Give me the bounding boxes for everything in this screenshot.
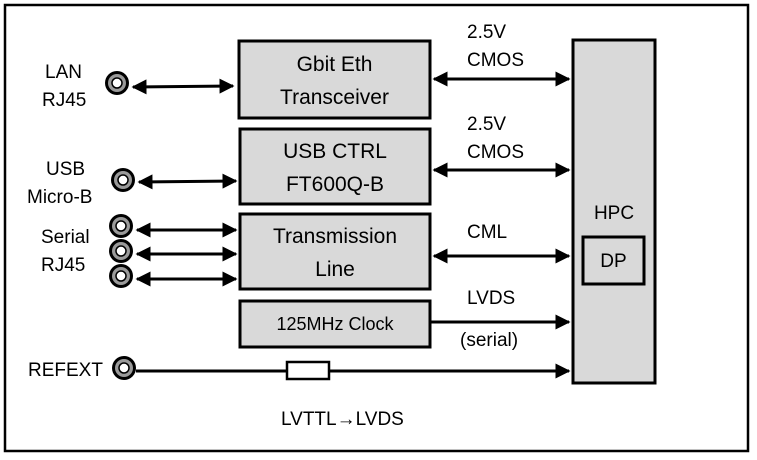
lan-label-2: RJ45 bbox=[42, 90, 86, 111]
gbit-eth-block: Gbit Eth Transceiver bbox=[237, 39, 432, 120]
transmission-line-label-1: Transmission bbox=[273, 225, 397, 248]
lan-label-1: LAN bbox=[45, 62, 82, 83]
usb-ctrl-block: USB CTRL FT600Q-B bbox=[238, 127, 432, 206]
usb-link-label-1: 2.5V bbox=[467, 114, 506, 135]
usb-arrow bbox=[137, 173, 238, 190]
refext-label: REFEXT bbox=[28, 360, 103, 381]
clock-link-label-2: (serial) bbox=[460, 330, 518, 351]
lan-jack-icon bbox=[105, 71, 129, 95]
gbit-eth-label-2: Transceiver bbox=[280, 86, 389, 109]
clock-link-label-1: LVDS bbox=[467, 288, 515, 309]
resistor-icon bbox=[285, 360, 331, 381]
transmission-line-label-2: Line bbox=[315, 258, 355, 281]
eth-link-label-1: 2.5V bbox=[467, 22, 506, 43]
clock-label: 125MHz Clock bbox=[276, 314, 394, 334]
refext-note: LVTTL→LVDS bbox=[281, 409, 404, 430]
hpc-block: HPC bbox=[571, 38, 657, 385]
refext-jack-icon bbox=[112, 356, 136, 380]
serial-jack-icon-1 bbox=[109, 214, 133, 238]
eth-link-label-2: CMOS bbox=[467, 50, 524, 71]
lan-arrow bbox=[131, 78, 235, 95]
hpc-label: HPC bbox=[594, 203, 634, 224]
dp-label: DP bbox=[600, 251, 626, 272]
serial-jack-icon-3 bbox=[109, 264, 133, 288]
clock-block: 125MHz Clock bbox=[238, 299, 432, 349]
usb-ctrl-label-1: USB CTRL bbox=[283, 140, 387, 163]
outer-frame bbox=[3, 3, 750, 453]
usb-jack-icon bbox=[111, 168, 135, 192]
dp-block: DP bbox=[581, 235, 646, 286]
serial-label-1: Serial bbox=[41, 227, 90, 248]
usb-ctrl-label-2: FT600Q-B bbox=[286, 173, 384, 196]
usb-link-label-2: CMOS bbox=[467, 142, 524, 163]
usb-label-1: USB bbox=[46, 159, 85, 180]
transmission-line-block: Transmission Line bbox=[238, 212, 432, 291]
usb-label-2: Micro-B bbox=[27, 187, 92, 208]
gbit-eth-label-1: Gbit Eth bbox=[297, 53, 373, 76]
serial-label-2: RJ45 bbox=[41, 255, 85, 276]
tl-link-label: CML bbox=[467, 222, 507, 243]
serial-jack-icon-2 bbox=[109, 239, 133, 263]
